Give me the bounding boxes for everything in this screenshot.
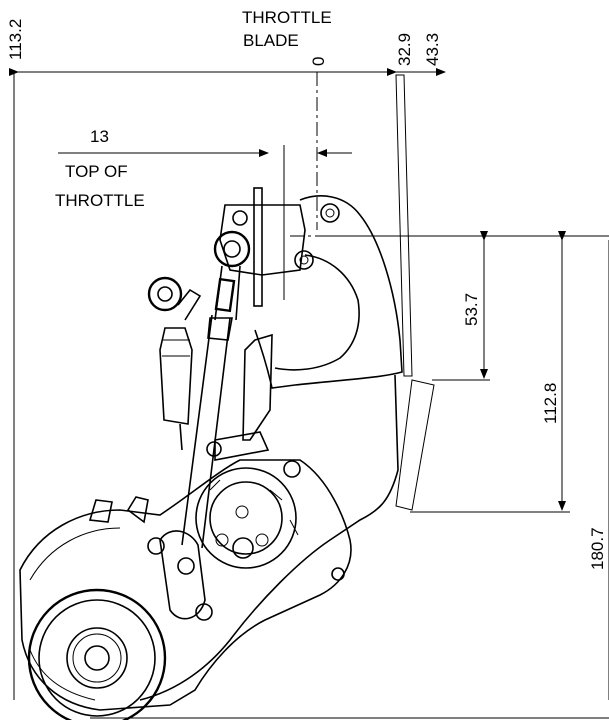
- central-gear-outer: [195, 467, 297, 569]
- actuator-body: [242, 333, 273, 441]
- throttle-mechanism: [19, 187, 403, 720]
- bracket-cutout: [274, 254, 360, 371]
- gear-bolt-a: [215, 533, 229, 547]
- motor-pulley-hub-inner: [72, 633, 122, 683]
- small-bolt-right: [283, 460, 301, 478]
- throttle-blade-label-line1: THROTTLE: [242, 8, 332, 27]
- central-gear-hub: [232, 537, 254, 559]
- mount-block: [219, 204, 306, 276]
- rod-end-left-link: [177, 288, 202, 321]
- rod-thread-top: [214, 277, 236, 313]
- top-offset-label: 13: [90, 127, 109, 146]
- mount-bolt-c: [294, 250, 314, 270]
- motor-pulley-center: [84, 645, 110, 671]
- height-mid-label: 112.8: [541, 383, 560, 424]
- rod-end-left-ball: [157, 286, 173, 302]
- mount-bolt-b: [320, 203, 340, 223]
- gear-bolt-b: [255, 533, 269, 547]
- rod-end-left: [147, 276, 183, 312]
- motor-pulley-outer: [27, 588, 167, 720]
- main-rod: [181, 314, 231, 549]
- dimension-lines: [9, 68, 609, 719]
- offset-a-label: 32.9: [395, 33, 414, 66]
- motor-pulley-hub: [66, 627, 128, 689]
- mount-bolt-a: [232, 210, 248, 226]
- height-total-label: 180.7: [588, 527, 607, 570]
- turnbuckle-left-nut: [162, 339, 190, 357]
- small-bolt-left: [206, 441, 222, 457]
- actuator-base: [214, 431, 270, 461]
- rod-end-top-ball: [223, 240, 241, 258]
- overall-width-label: 113.2: [6, 19, 25, 60]
- mount-bolt-c-inner: [299, 255, 309, 265]
- housing-bolt: [331, 567, 345, 581]
- gear-teeth-hints: [209, 479, 299, 536]
- bracket-plate: [254, 195, 403, 389]
- turnbuckle-left-rod: [179, 423, 183, 451]
- lever-bolt-b: [177, 557, 195, 575]
- housing-tab-a: [88, 499, 113, 523]
- zero-label: 0: [309, 57, 328, 66]
- height-small-label: 53.7: [462, 293, 481, 326]
- top-of-throttle-label-line1: TOP OF: [65, 162, 128, 181]
- lower-lever: [159, 530, 206, 620]
- central-gear-mid: [209, 481, 283, 555]
- gear-bolt-c: [235, 505, 249, 519]
- housing-inner-lines: [29, 527, 121, 701]
- main-rod-collar: [207, 317, 233, 341]
- throttle-blade-label-line2: BLADE: [243, 31, 299, 50]
- housing-tab-b: [126, 496, 149, 524]
- turnbuckle-left: [159, 327, 193, 425]
- dimension-text: THROTTLE BLADE 0 113.2 32.9 43.3 13 TOP …: [6, 8, 607, 570]
- top-of-throttle-label-line2: THROTTLE: [55, 191, 145, 210]
- rod-end-top: [213, 230, 251, 268]
- mount-plate: [253, 187, 263, 307]
- throttle-blade-upper: [395, 74, 413, 377]
- mount-bolt-b-inner: [325, 208, 335, 218]
- housing-outline: [19, 459, 352, 711]
- bracket-lower-edge: [139, 374, 399, 701]
- lever-bolt-c: [195, 603, 213, 621]
- throttle-blade-lower: [395, 379, 435, 511]
- lever-bolt-a: [147, 537, 165, 555]
- motor-pulley-rim: [38, 599, 156, 717]
- offset-b-label: 43.3: [423, 33, 442, 66]
